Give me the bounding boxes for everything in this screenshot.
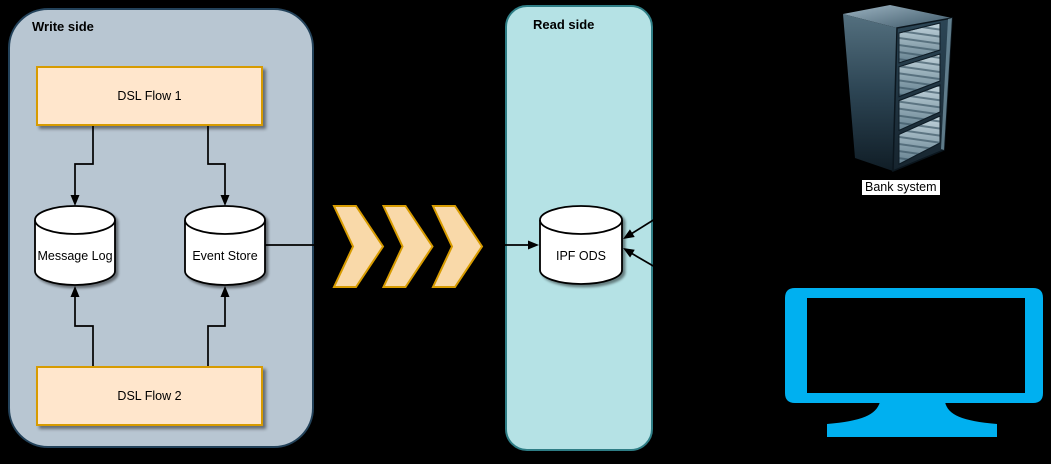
arrow-dsl1-to-event-store <box>207 126 226 196</box>
arrow-dsl2-to-message-log <box>74 296 94 366</box>
node-dsl-flow-2: DSL Flow 2 <box>36 366 263 426</box>
database-cylinder-event-store <box>184 205 266 286</box>
arrowheads <box>70 195 635 297</box>
chevron-right-icon <box>332 205 385 288</box>
node-event-store-label: Event Store <box>192 249 258 263</box>
arrow-bank-system-to-ipf-ods <box>630 218 656 235</box>
read-side-title: Read side <box>533 17 595 32</box>
arrowhead <box>70 286 80 297</box>
arrowhead <box>623 248 635 258</box>
arrowhead <box>70 195 80 206</box>
monitor-icon <box>785 288 1043 437</box>
arrow-monitor-to-ipf-ods <box>630 252 656 268</box>
bank-system-label: Bank system <box>862 180 940 195</box>
node-dsl-flow-2-label: DSL Flow 2 <box>117 389 182 403</box>
triple-chevron-right-icon <box>332 205 484 288</box>
arrow-dsl2-to-event-store <box>207 296 226 366</box>
chevron-right-icon <box>431 205 484 288</box>
server-bays <box>898 22 941 166</box>
arrowhead <box>623 229 635 239</box>
arrow-dsl1-to-message-log <box>74 126 94 196</box>
write-side-title: Write side <box>32 19 94 34</box>
arrowhead <box>528 240 539 250</box>
node-dsl-flow-1: DSL Flow 1 <box>36 66 263 126</box>
connectors <box>74 126 656 366</box>
arrowhead <box>220 195 230 206</box>
node-dsl-flow-1-label: DSL Flow 1 <box>117 89 182 103</box>
arrowhead <box>220 286 230 297</box>
node-ipf-ods-label: IPF ODS <box>555 249 606 263</box>
chevron-right-icon <box>381 205 434 288</box>
database-cylinder-message-log <box>34 205 116 286</box>
node-message-log-label: Message Log <box>37 249 113 263</box>
read-side-container: Read side <box>505 5 653 451</box>
server-rack-icon <box>843 5 953 173</box>
database-cylinder-ipf-ods <box>539 205 623 285</box>
